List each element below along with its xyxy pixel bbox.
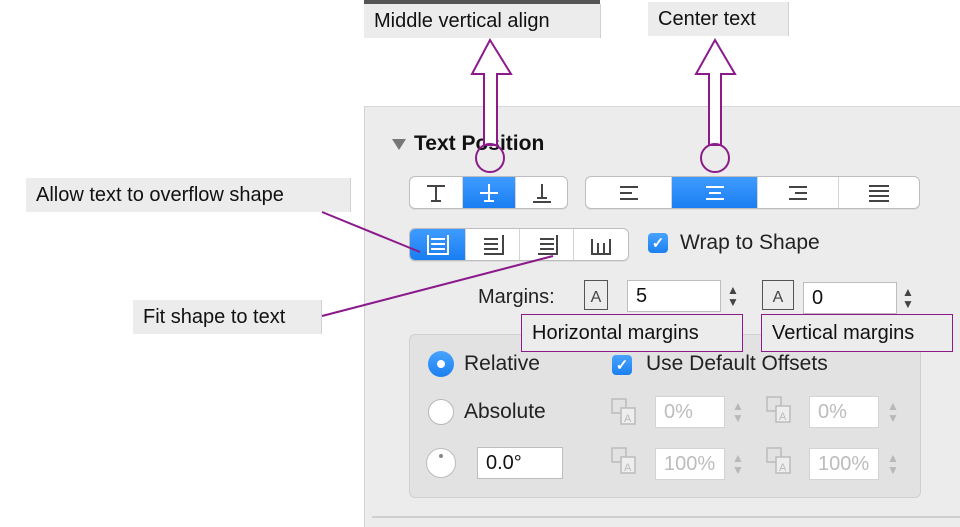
svg-text:A: A: [624, 462, 632, 474]
margins-label: Margins:: [478, 286, 555, 308]
align-left-button[interactable]: [586, 177, 672, 208]
align-top-button[interactable]: [410, 177, 463, 208]
rotation-knob[interactable]: [426, 448, 456, 478]
align-bottom-button[interactable]: [516, 177, 567, 208]
scale-height-stepper[interactable]: ▲▼: [887, 451, 899, 477]
svg-text:A: A: [779, 411, 787, 423]
align-right-icon: [787, 183, 809, 203]
pointer-line: [321, 255, 554, 317]
clip-text-icon: [482, 234, 504, 255]
callout-allow-overflow: Allow text to overflow shape: [26, 178, 351, 212]
justify-button[interactable]: [839, 177, 919, 208]
callout-middle-vertical-align: Middle vertical align: [364, 4, 601, 38]
callout-fit-shape: Fit shape to text: [133, 300, 322, 334]
horizontal-margin-stepper[interactable]: ▲▼: [727, 283, 739, 309]
pointer-line: [321, 211, 421, 253]
arrow-up-icon: [694, 37, 737, 146]
relative-radio[interactable]: [428, 351, 454, 377]
svg-text:A: A: [624, 413, 632, 425]
vertical-align-control[interactable]: [409, 176, 568, 209]
callout-vertical-margins: Vertical margins: [761, 314, 953, 352]
scale-width-stepper[interactable]: ▲▼: [732, 451, 744, 477]
highlight-circle-icon: [700, 143, 730, 173]
align-bottom-icon: [531, 183, 553, 203]
section-divider: [372, 516, 960, 518]
vertical-margin-icon: A: [762, 280, 794, 310]
scale-height-field[interactable]: 100%: [809, 448, 879, 480]
offset-y-stepper[interactable]: ▲▼: [887, 399, 899, 425]
fit-shape-icon: [536, 234, 558, 255]
align-top-icon: [425, 183, 447, 203]
wrap-mode-control[interactable]: [409, 228, 629, 261]
section-title: Text Position: [414, 132, 545, 155]
offset-y-icon: A: [766, 396, 791, 423]
justify-icon: [868, 183, 890, 203]
text-position-header[interactable]: Text Position: [392, 132, 544, 156]
scale-width-field[interactable]: 100%: [655, 448, 725, 480]
overflow-text-icon: [426, 234, 449, 255]
resize-text-button[interactable]: [574, 229, 628, 260]
overflow-text-button[interactable]: [410, 229, 466, 260]
vertical-margin-field[interactable]: 0: [803, 282, 897, 314]
resize-text-icon: [590, 235, 612, 255]
wrap-to-shape-label: Wrap to Shape: [680, 231, 820, 254]
horizontal-align-control[interactable]: [585, 176, 920, 209]
vertical-margin-stepper[interactable]: ▲▼: [902, 285, 914, 311]
absolute-radio[interactable]: [428, 399, 454, 425]
fit-shape-button[interactable]: [520, 229, 574, 260]
callout-horizontal-margins: Horizontal margins: [521, 314, 743, 352]
highlight-circle-icon: [475, 143, 505, 173]
horizontal-margin-field[interactable]: 5: [627, 280, 721, 312]
wrap-to-shape-checkbox[interactable]: ✓: [648, 233, 668, 253]
use-default-offsets-checkbox[interactable]: ✓: [612, 355, 632, 375]
align-center-button[interactable]: [672, 177, 758, 208]
horizontal-margin-icon: A: [584, 280, 608, 310]
callout-center-text: Center text: [648, 2, 789, 36]
relative-label: Relative: [464, 352, 540, 375]
align-left-icon: [618, 183, 640, 203]
clip-text-button[interactable]: [466, 229, 520, 260]
offset-x-field[interactable]: 0%: [655, 396, 725, 428]
svg-text:A: A: [779, 462, 787, 474]
absolute-label: Absolute: [464, 400, 546, 423]
use-default-offsets-label: Use Default Offsets: [646, 352, 828, 375]
align-middle-icon: [478, 183, 500, 203]
scale-height-icon: A: [766, 447, 791, 474]
scale-width-icon: A: [611, 447, 636, 474]
disclosure-triangle-icon[interactable]: [392, 138, 406, 150]
rotation-field[interactable]: 0.0°: [477, 447, 563, 479]
window-top-edge: [364, 0, 600, 4]
align-center-icon: [704, 183, 726, 203]
align-middle-button[interactable]: [463, 177, 516, 208]
align-right-button[interactable]: [758, 177, 839, 208]
arrow-up-icon: [470, 37, 513, 146]
offset-y-field[interactable]: 0%: [809, 396, 879, 428]
offset-x-icon: A: [611, 398, 636, 425]
offset-x-stepper[interactable]: ▲▼: [732, 399, 744, 425]
